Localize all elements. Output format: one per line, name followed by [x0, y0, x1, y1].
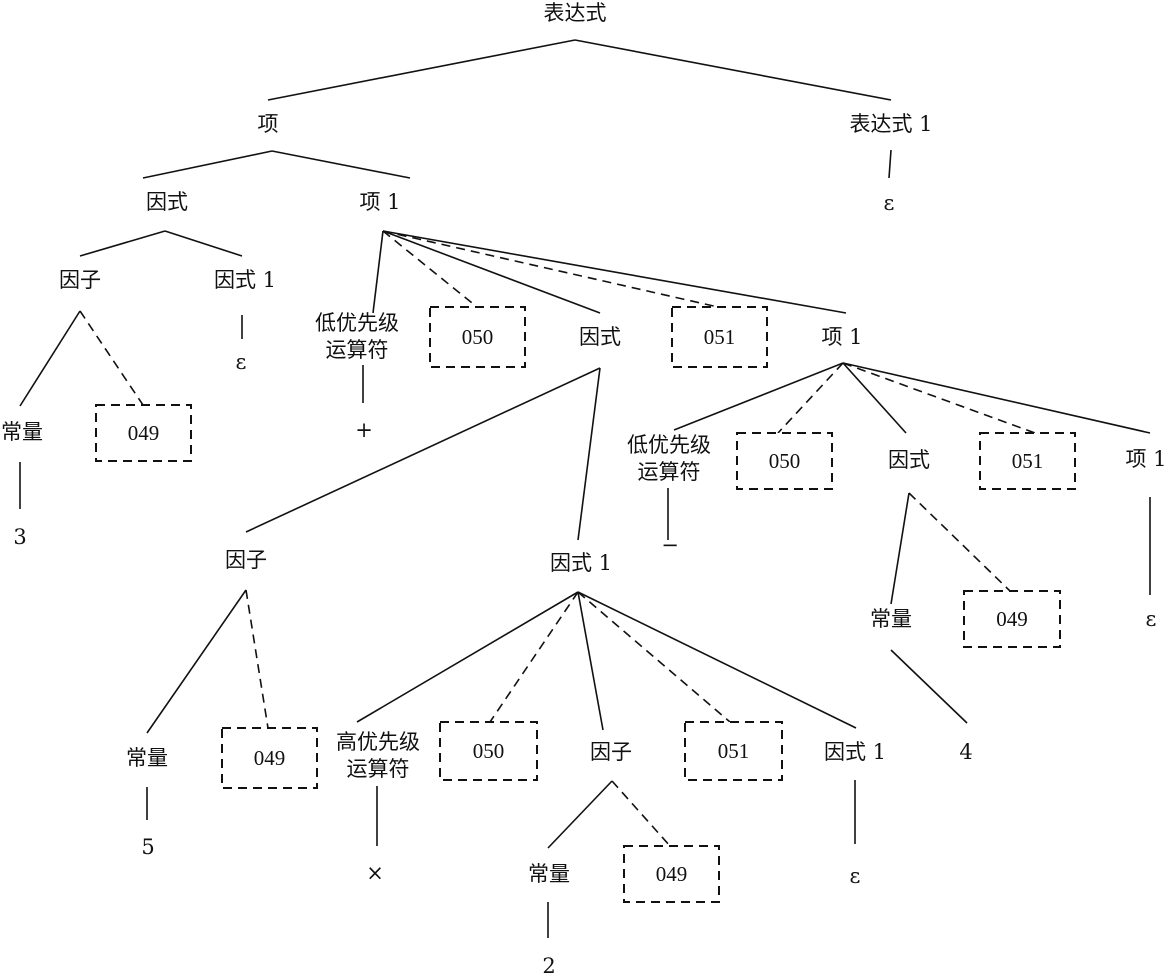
tree-edge-solid [577, 591, 604, 731]
tree-edge-dashed [489, 591, 579, 723]
tree-edge-solid [577, 591, 857, 729]
tree-node-label: 因式 [888, 448, 930, 472]
action-box-label: 051 [1012, 449, 1044, 473]
action-box-label: 051 [718, 739, 750, 763]
tree-node-label: 因式 1 [214, 268, 276, 292]
tree-edge-solid [267, 39, 576, 101]
action-box [221, 727, 318, 789]
tree-edge-solid [577, 367, 601, 541]
tree-node-label: 项 [258, 112, 279, 136]
action-box-label: 050 [462, 325, 494, 349]
tree-node-label-line: 运算符 [638, 460, 701, 484]
tree-edge-solid [356, 591, 579, 723]
tree-edge-dashed [908, 492, 1011, 592]
action-box [684, 721, 783, 781]
action-box [95, 404, 192, 462]
action-box-label: 049 [128, 421, 160, 445]
tree-edge-solid [142, 150, 273, 179]
tree-node-label-line: 运算符 [347, 757, 410, 781]
tree-edge-dashed [382, 230, 478, 308]
tree-node-label: 常量 [126, 746, 168, 770]
boxes-layer [95, 306, 1076, 903]
tree-node-label: 2 [542, 954, 555, 974]
tree-node-label: 因子 [225, 548, 267, 572]
tree-node-label: + [355, 418, 373, 442]
tree-node-label-line: 低优先级 [315, 311, 399, 335]
tree-edge-solid [842, 362, 907, 434]
tree-edge-solid [146, 589, 247, 734]
action-box [736, 432, 833, 490]
tree-node-label: 因式 1 [824, 740, 886, 764]
tree-node-label: 项 1 [359, 190, 400, 214]
tree-edge-solid [245, 367, 601, 533]
tree-edge-solid [164, 230, 243, 257]
tree-edge-solid [382, 230, 847, 314]
tree-edge-solid [842, 362, 1151, 434]
action-box-label: 049 [254, 746, 286, 770]
tree-node-label: − [661, 533, 679, 557]
tree-node-label-line: 低优先级 [627, 433, 711, 457]
tree-edge-dashed [382, 230, 719, 308]
tree-edge-solid [888, 149, 892, 179]
tree-edge-dashed [611, 780, 671, 847]
tree-node-label: 5 [141, 835, 154, 859]
action-box-label: 051 [704, 325, 736, 349]
tree-edge-solid [574, 39, 892, 101]
tree-edge-solid [382, 230, 601, 314]
tree-edge-dashed [79, 310, 144, 406]
tree-node-label: ε [236, 350, 247, 374]
tree-edge-solid [547, 780, 613, 849]
tree-node-label: 因式 [579, 325, 621, 349]
action-box [963, 590, 1061, 648]
action-box-label: 050 [769, 449, 801, 473]
tree-edge-dashed [577, 591, 731, 723]
tree-node-label: 常量 [1, 420, 43, 444]
tree-edge-solid [890, 492, 910, 605]
tree-node-label: ε [1146, 607, 1157, 631]
action-box-label: 049 [656, 862, 688, 886]
tree-node-label-line: 高优先级 [336, 730, 420, 754]
tree-edge-dashed [777, 362, 844, 434]
tree-edge-solid [79, 230, 166, 257]
tree-node-label: × [366, 861, 384, 885]
tree-node-label: 因子 [59, 268, 101, 292]
tree-node-label: 因子 [590, 740, 632, 764]
tree-edge-solid [372, 230, 384, 314]
tree-edge-solid [890, 649, 968, 724]
tree-edge-dashed [245, 589, 269, 729]
tree-edge-solid [271, 150, 411, 179]
tree-node-label: ε [850, 864, 861, 888]
action-box [429, 306, 526, 368]
action-box [979, 432, 1076, 490]
tree-node-label: 因式 [146, 190, 188, 214]
tree-edge-dashed [842, 362, 1036, 434]
tree-node-label: 常量 [870, 607, 912, 631]
tree-node-label: 项 1 [1125, 447, 1166, 471]
action-box-label: 049 [996, 607, 1028, 631]
tree-node-label-line: 运算符 [326, 338, 389, 362]
action-box [439, 721, 538, 781]
tree-edge-solid [673, 362, 844, 431]
edges-layer [19, 39, 1151, 938]
tree-node-label: 4 [959, 740, 972, 764]
tree-node-label: 项 1 [821, 325, 862, 349]
tree-node-label: 3 [13, 525, 26, 549]
action-box-label: 050 [473, 739, 505, 763]
tree-node-label: 表达式 [544, 1, 607, 25]
tree-edge-solid [19, 310, 81, 407]
tree-node-label: 因式 1 [550, 551, 612, 575]
action-box [623, 845, 720, 903]
tree-node-label: 表达式 1 [849, 112, 932, 136]
tree-node-label: 常量 [528, 862, 570, 886]
tree-node-label: ε [884, 191, 895, 215]
action-box [671, 306, 768, 368]
